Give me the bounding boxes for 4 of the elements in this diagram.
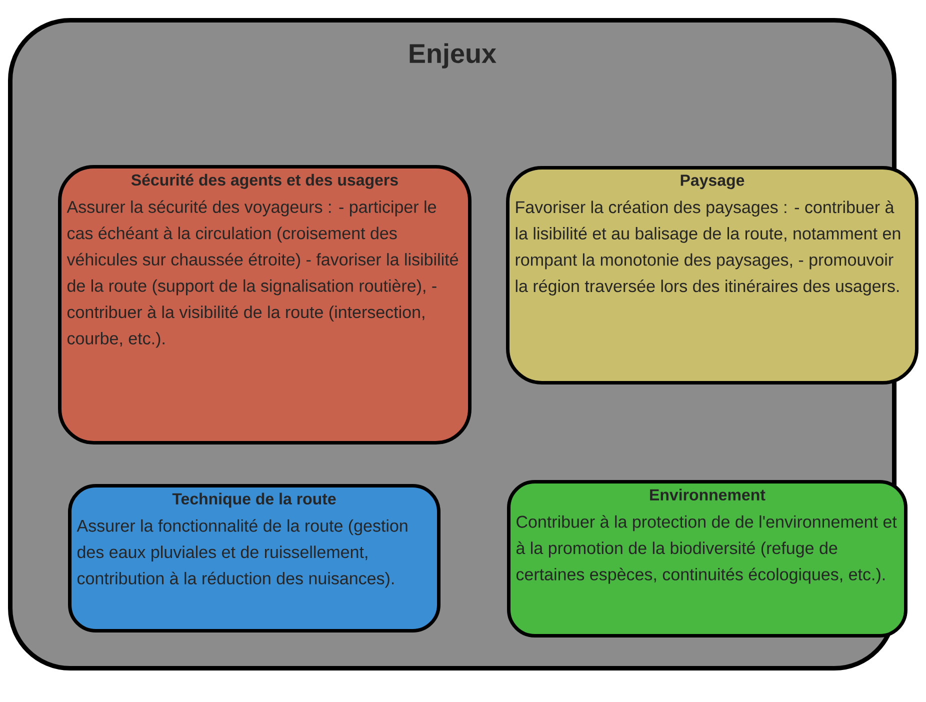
category-box: Technique de la route Assurer la fonctionnalité de la route (gestion des eaux pluviales et de ruissellement, contribution à la réduction des nuisances). [68,484,440,632]
category-box: Paysage Favoriser la création des paysages : - contribuer à la lisibilité et au balisage de la route, notamment en rompant la monotonie des paysages, - promouvoir la région traversée lors des itinéraires des usagers. [506,166,918,384]
category-box: Environnement Contribuer à la protection de de l'environnement et à la promotion de la biodiversité (refuge de certaines espèces, continuités écologiques, etc.). [507,480,908,638]
category-box: Sécurité des agents et des usagers Assurer la sécurité des voyageurs : - participer le cas échéant à la circulation (croisement des véhicules sur chaussée étroite) - favoriser la lisibilité de la route (support de la signalisation routière), - contribuer à la visibilité de la route (intersection, courbe, etc.). [58,165,472,444]
